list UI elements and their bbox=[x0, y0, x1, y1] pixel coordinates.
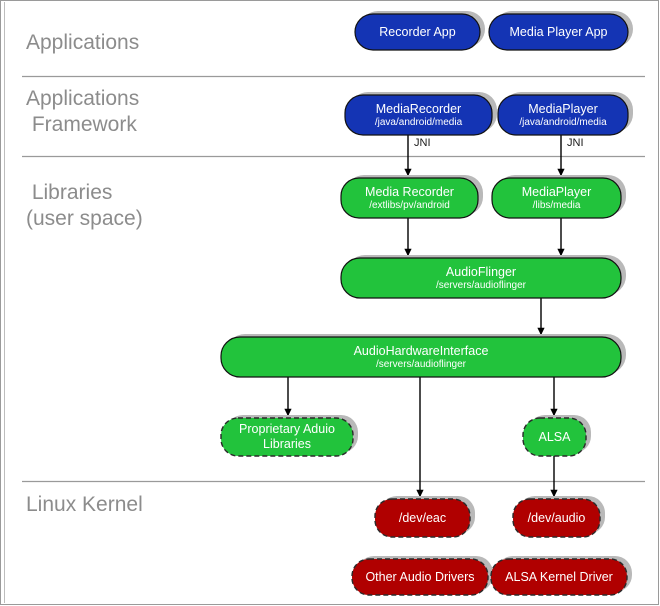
mediaplayer-framework[interactable] bbox=[497, 94, 629, 136]
audiohardwareinterface[interactable] bbox=[220, 336, 622, 378]
layer-label-linux-kernel: Linux Kernel bbox=[26, 493, 143, 516]
dev-audio[interactable] bbox=[512, 498, 601, 538]
media-player-app[interactable] bbox=[488, 13, 629, 51]
other-audio-drivers[interactable] bbox=[351, 558, 489, 596]
layer-label-applications-framework: Applications Framework bbox=[26, 87, 140, 136]
edge-label-jni-left: JNI bbox=[414, 137, 431, 149]
audioflinger[interactable] bbox=[340, 257, 622, 299]
recorder-app[interactable] bbox=[354, 13, 481, 51]
diagram-nodes bbox=[220, 11, 633, 596]
edge-label-jni-right: JNI bbox=[567, 137, 584, 149]
layer-separators bbox=[22, 75, 645, 483]
mediaplayer-lib[interactable] bbox=[491, 177, 622, 219]
dev-eac[interactable] bbox=[374, 498, 471, 538]
connector-arrows bbox=[284, 135, 565, 498]
proprietary-audio-libraries[interactable] bbox=[220, 417, 354, 457]
alsa-kernel-driver[interactable] bbox=[490, 558, 628, 596]
layer-label-applications: Applications bbox=[26, 31, 140, 54]
alsa[interactable] bbox=[522, 417, 587, 457]
media-recorder-lib[interactable] bbox=[340, 177, 479, 219]
mediarecorder-framework[interactable] bbox=[344, 94, 493, 136]
layer-label-libraries: Libraries (user space) bbox=[26, 181, 143, 230]
